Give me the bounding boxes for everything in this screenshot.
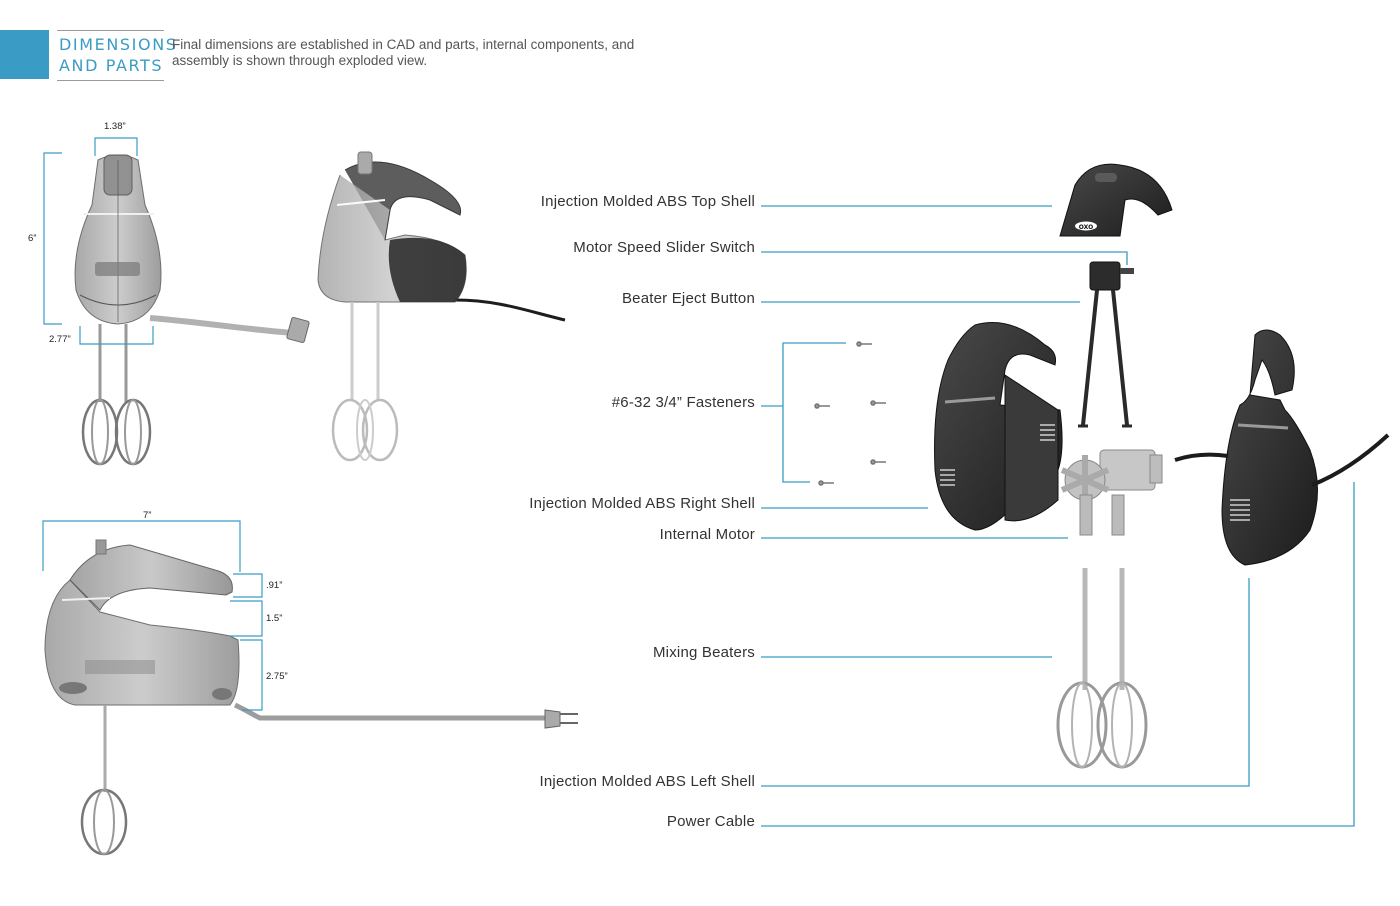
part-label-top-shell: Injection Molded ABS Top Shell — [540, 193, 755, 210]
section-title: DIMENSIONS AND PARTS — [57, 30, 176, 81]
left-shell-part — [1221, 329, 1318, 566]
part-label-slider-switch: Motor Speed Slider Switch — [573, 239, 755, 256]
dimension-side-length: 7” — [143, 510, 152, 521]
intro-text: Final dimensions are established in CAD … — [172, 37, 635, 68]
part-label-left-shell: Injection Molded ABS Left Shell — [539, 773, 755, 790]
leader-lines — [761, 205, 1355, 827]
side-view-mixer — [44, 539, 578, 856]
iso-view-mixer — [317, 151, 566, 462]
dimension-side-handle: .91” — [266, 580, 283, 591]
right-shell-part — [934, 322, 1063, 531]
part-label-mixing-beaters: Mixing Beaters — [652, 644, 755, 661]
header-accent-block — [0, 30, 49, 79]
slider-eject-part — [1078, 261, 1134, 428]
part-label-power-cable: Power Cable — [666, 813, 755, 830]
front-view-dimension-lines — [43, 137, 154, 345]
part-label-eject-button: Beater Eject Button — [621, 290, 755, 307]
title-line-2: AND PARTS — [59, 56, 164, 75]
side-view-dimension-lines — [42, 520, 263, 711]
dimension-side-base: 2.75” — [266, 671, 288, 682]
internal-motor-part — [1060, 449, 1163, 536]
svg-text:OXO: OXO — [1079, 224, 1093, 231]
mixing-beaters-part — [1056, 568, 1148, 769]
part-label-internal-motor: Internal Motor — [659, 526, 755, 543]
part-label-fasteners: #6-32 3/4” Fasteners — [611, 394, 755, 411]
dimension-front-base-width: 2.77” — [49, 334, 71, 345]
title-line-1: DIMENSIONS — [59, 35, 178, 54]
power-cable-part — [1174, 433, 1390, 487]
part-label-right-shell: Injection Molded ABS Right Shell — [529, 495, 755, 512]
dimension-front-height: 6” — [28, 233, 37, 244]
fasteners-part — [814, 341, 886, 486]
dimension-side-mid: 1.5” — [266, 613, 283, 624]
top-shell-part: OXO — [1059, 163, 1173, 237]
dimension-front-width: 1.38” — [104, 121, 126, 132]
front-view-mixer — [74, 154, 310, 466]
